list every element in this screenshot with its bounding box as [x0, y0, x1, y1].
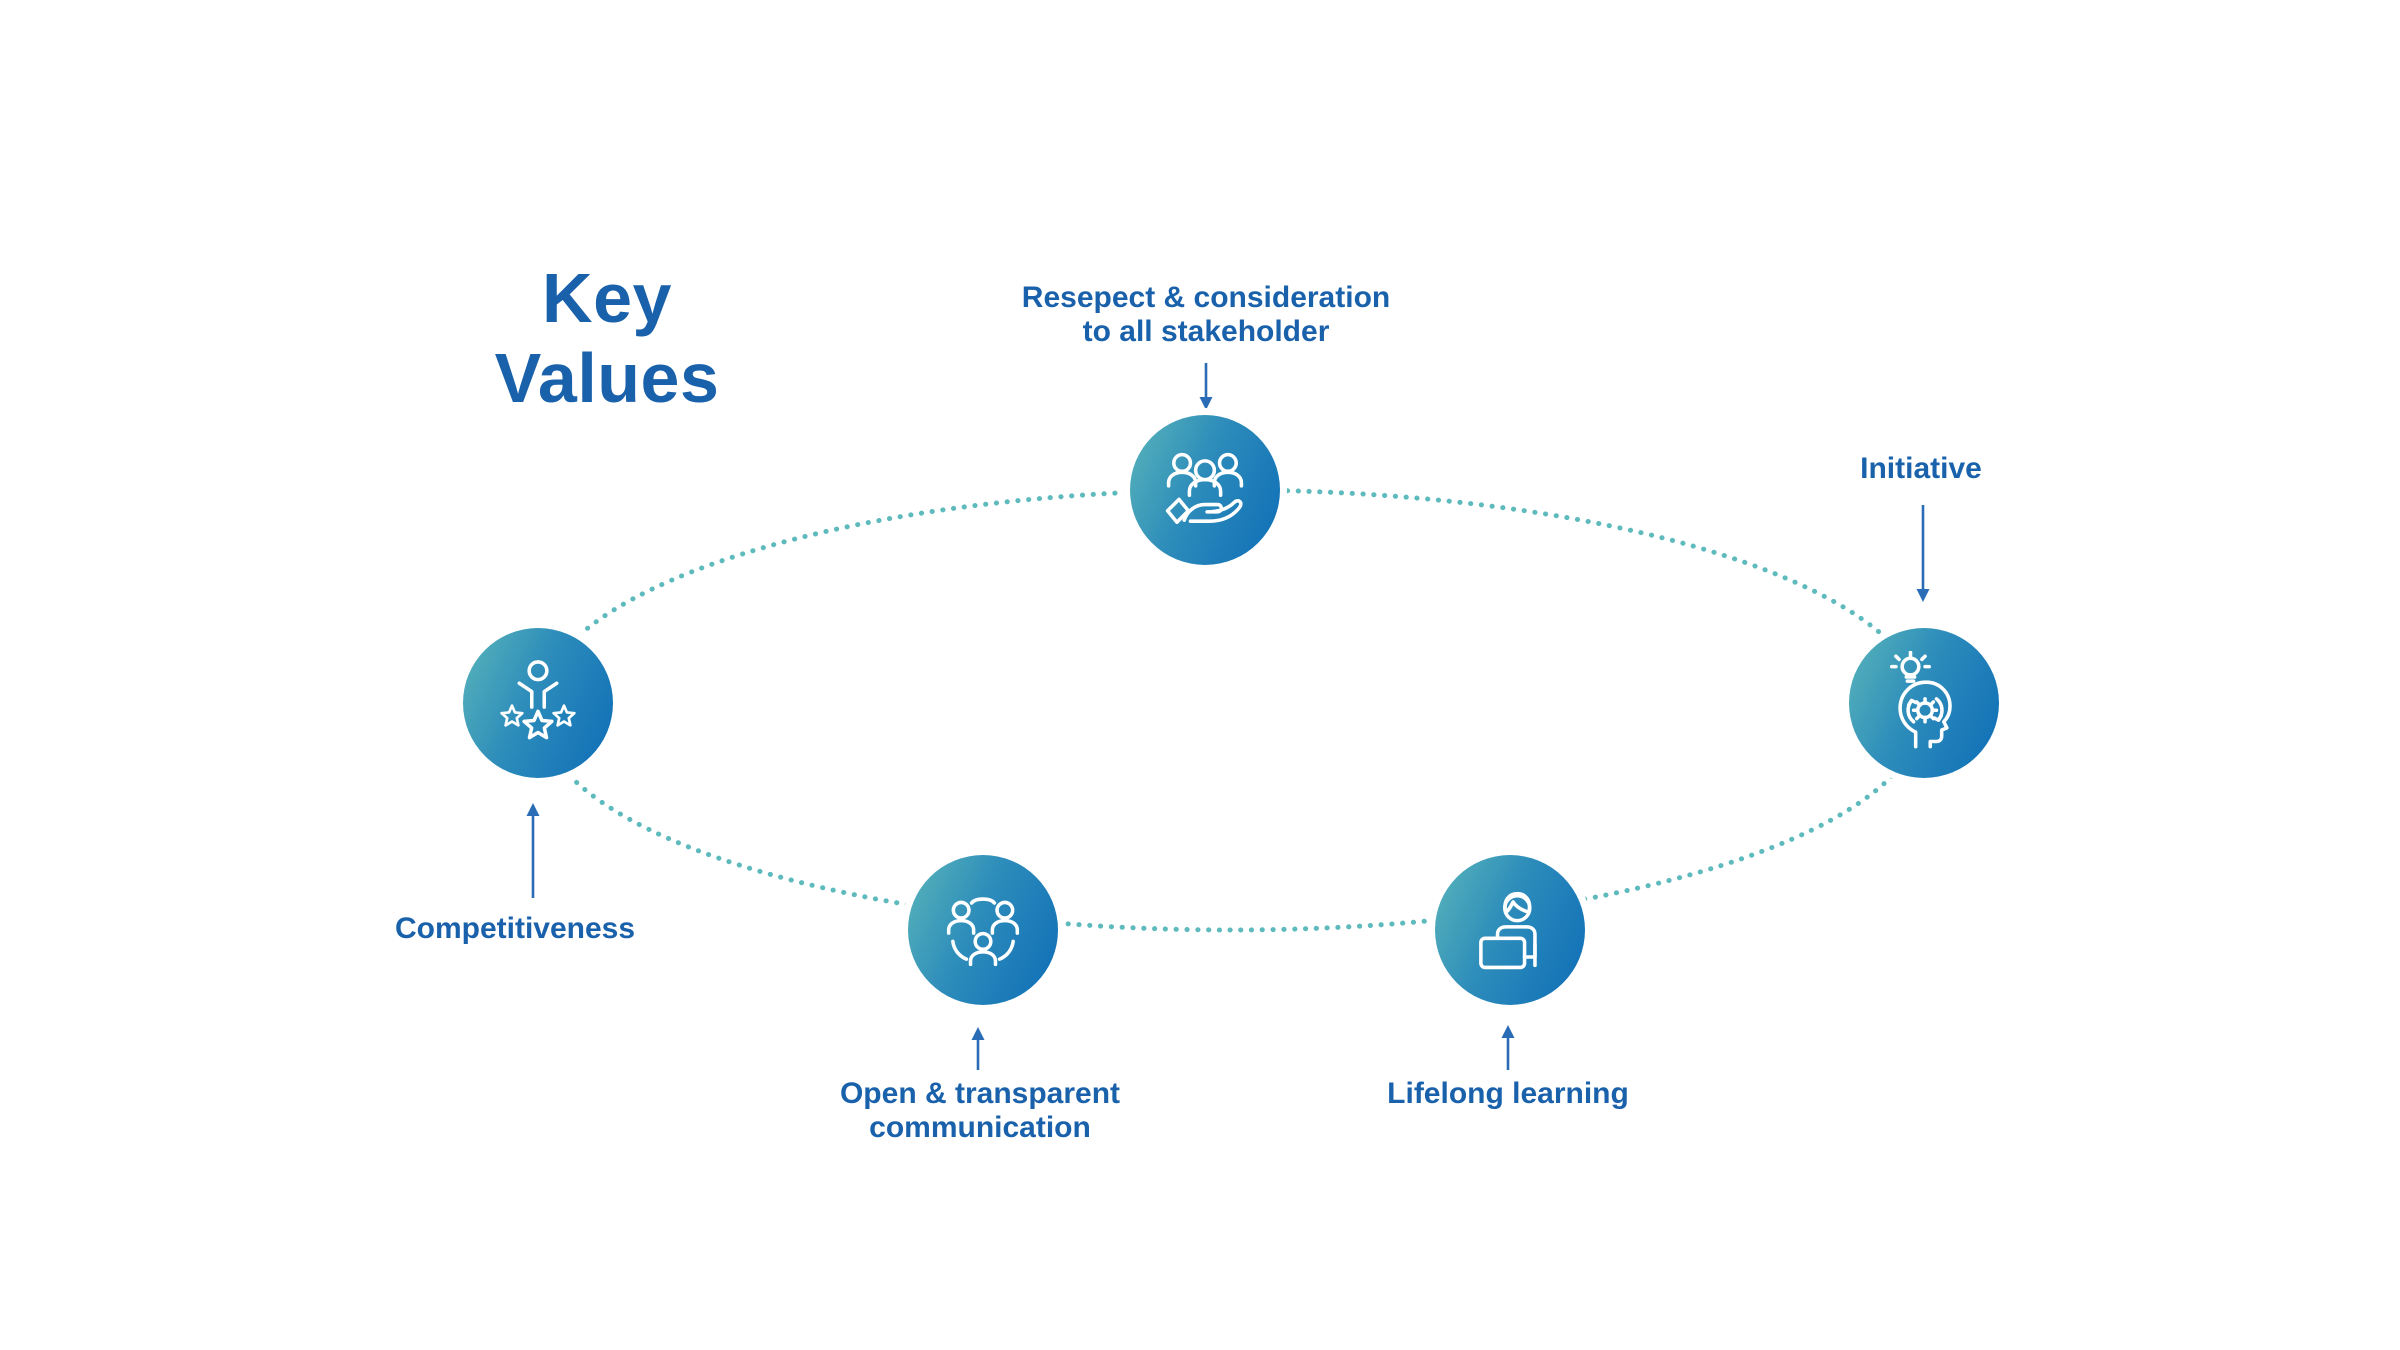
value-circle-communication [908, 855, 1058, 1005]
page-title: Key Values [494, 259, 720, 417]
value-circle-lifelong-learning [1435, 855, 1585, 1005]
person-laptop-icon [1479, 891, 1537, 970]
idea-head-icon [1889, 651, 1952, 749]
connector-arrows [526, 363, 1930, 1070]
people-in-hand-icon [1165, 452, 1244, 525]
value-circle-competitiveness [463, 628, 613, 778]
value-label-initiative: Initiative [1860, 452, 1982, 485]
value-label-competitiveness: Competitiveness [394, 912, 636, 945]
value-circle-stakeholders [1130, 415, 1280, 565]
winner-stars-icon [500, 660, 576, 740]
value-label-lifelong-learning: Lifelong learning [1387, 1077, 1629, 1110]
value-label-stakeholders: Resepect & consideration to all stakehol… [1021, 281, 1391, 348]
value-label-communication: Open & transparent communication [839, 1077, 1121, 1144]
group-communication-icon [946, 897, 1020, 967]
value-circle-initiative [1849, 628, 1999, 778]
